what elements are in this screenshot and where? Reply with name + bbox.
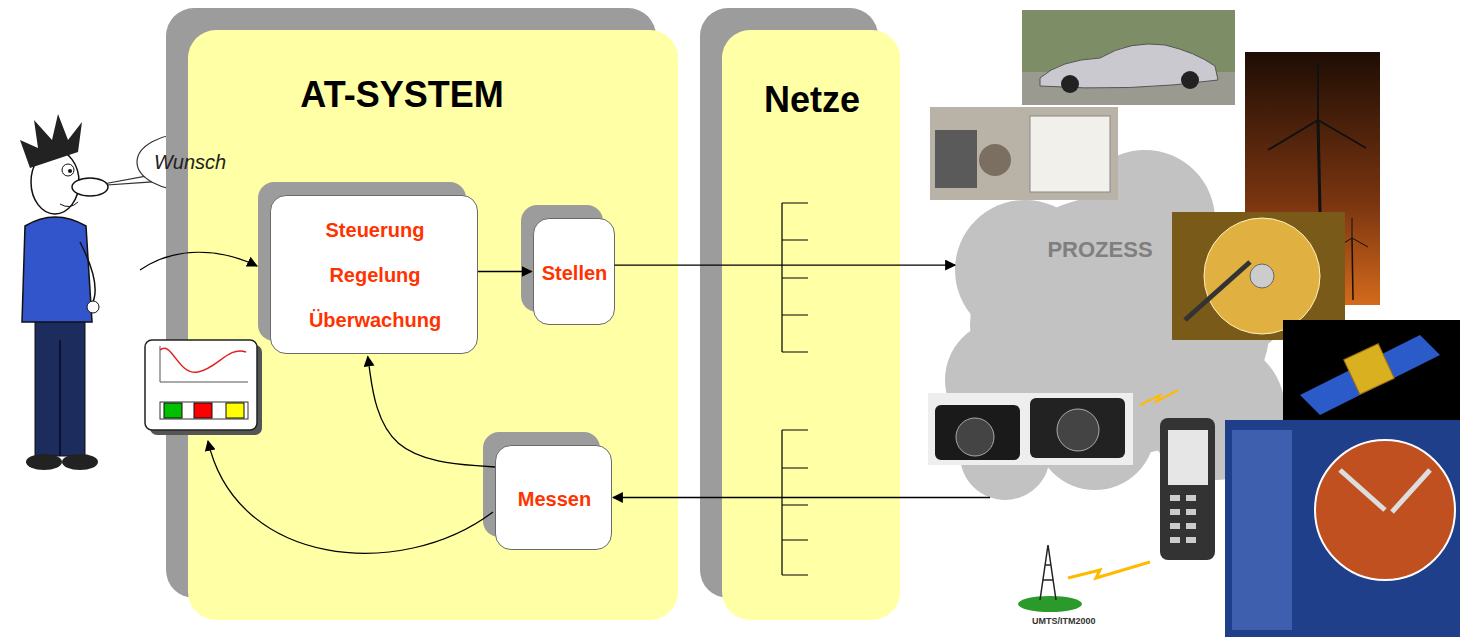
- system-panel: Steuerung Regelung Überwachung StellenMes…: [188, 30, 678, 620]
- antenna-label: UMTS/ITM2000: [1032, 616, 1096, 626]
- node-label: Stellen: [542, 261, 608, 285]
- medical-photo: [1225, 420, 1460, 637]
- camera-body: [1030, 398, 1125, 458]
- photo-ground: [1022, 10, 1235, 105]
- camera-photo: [928, 393, 1133, 465]
- person-mouth: [60, 202, 78, 207]
- bus-lines: [782, 430, 808, 575]
- person-figure: [20, 114, 108, 470]
- node-label: Netze: [764, 79, 860, 120]
- node-label: Steuerung Regelung Überwachung: [309, 208, 441, 343]
- photo-ground: [1283, 320, 1460, 425]
- camera-body: [935, 405, 1020, 460]
- antenna-symbol: [1018, 390, 1178, 612]
- person-shoe: [26, 454, 62, 470]
- satellite-body: [1344, 344, 1394, 394]
- function-box: Steuerung Regelung Überwachung: [270, 195, 478, 354]
- satellite-panel: [1300, 335, 1440, 415]
- cloud-part: [955, 200, 1095, 340]
- turbine-blades: [1268, 62, 1366, 150]
- person-pupil: [68, 169, 72, 173]
- person-shoe: [62, 454, 98, 470]
- disk-arm: [1185, 262, 1250, 320]
- car-photo: [1022, 10, 1235, 105]
- icon-block-green: [164, 403, 182, 418]
- person-eye: [62, 164, 74, 176]
- radio-link: [1068, 562, 1150, 578]
- machine-roll: [1030, 116, 1110, 192]
- machine-photo: [930, 107, 1118, 200]
- person-legs: [35, 318, 85, 456]
- icon-block-red: [194, 403, 212, 418]
- person-nose: [72, 178, 108, 196]
- node-label: Messen: [518, 487, 591, 511]
- icon-curve: [160, 348, 246, 372]
- camera-lens: [956, 418, 994, 456]
- person-hand: [87, 301, 99, 313]
- photo-panel: [1232, 430, 1292, 630]
- person-arm: [80, 242, 95, 304]
- icon-block-yellow: [226, 403, 244, 418]
- person-sweater: [22, 217, 92, 322]
- phone-screen: [1168, 430, 1208, 485]
- disk-hub: [1250, 264, 1274, 288]
- icon-frame: [145, 340, 257, 430]
- car-wheel: [1181, 71, 1199, 89]
- phone-keys: [1170, 498, 1196, 540]
- node-label: Wunsch: [154, 150, 226, 174]
- disk-platter: [1204, 218, 1320, 334]
- antenna-mast: [1040, 545, 1056, 600]
- machine-panel: [935, 130, 977, 188]
- satellite-photo: [1283, 320, 1460, 425]
- display-arrow: [208, 441, 493, 553]
- machine-wheel: [979, 144, 1011, 176]
- photo-ground: [928, 393, 1133, 465]
- antenna-base: [1018, 596, 1082, 612]
- camera-lens: [1057, 409, 1099, 451]
- flow-arrow: [615, 264, 956, 265]
- car-wheel: [1061, 75, 1079, 93]
- phone-photo: [1160, 418, 1215, 560]
- flow-arrow: [478, 271, 532, 272]
- phone-body: [1160, 418, 1215, 560]
- icon-axis: [160, 346, 161, 382]
- node-label: PROZESS: [1047, 237, 1152, 263]
- node-label: AT-SYSTEM: [300, 74, 503, 115]
- icon-bus: [160, 402, 248, 419]
- bus-lines: [782, 203, 808, 352]
- surgical-tools: [1340, 470, 1430, 512]
- person-hair: [20, 114, 82, 168]
- display-icon: [145, 340, 262, 435]
- person-leg-gap: [59, 340, 61, 456]
- function-box: Stellen: [533, 218, 615, 325]
- wish-arrow: [140, 252, 257, 270]
- function-box: Messen: [495, 445, 612, 550]
- icon-axis: [160, 382, 248, 383]
- flow-arrow: [368, 357, 495, 468]
- bus-bracket: [782, 203, 808, 575]
- medical-view: [1315, 440, 1455, 580]
- photo-ground: [1225, 420, 1460, 637]
- radio-link: [1140, 390, 1178, 405]
- network-band: Netze: [722, 30, 900, 620]
- flow-arrow: [613, 497, 990, 498]
- turbine-tower: [1352, 238, 1353, 300]
- photo-ground: [930, 107, 1118, 200]
